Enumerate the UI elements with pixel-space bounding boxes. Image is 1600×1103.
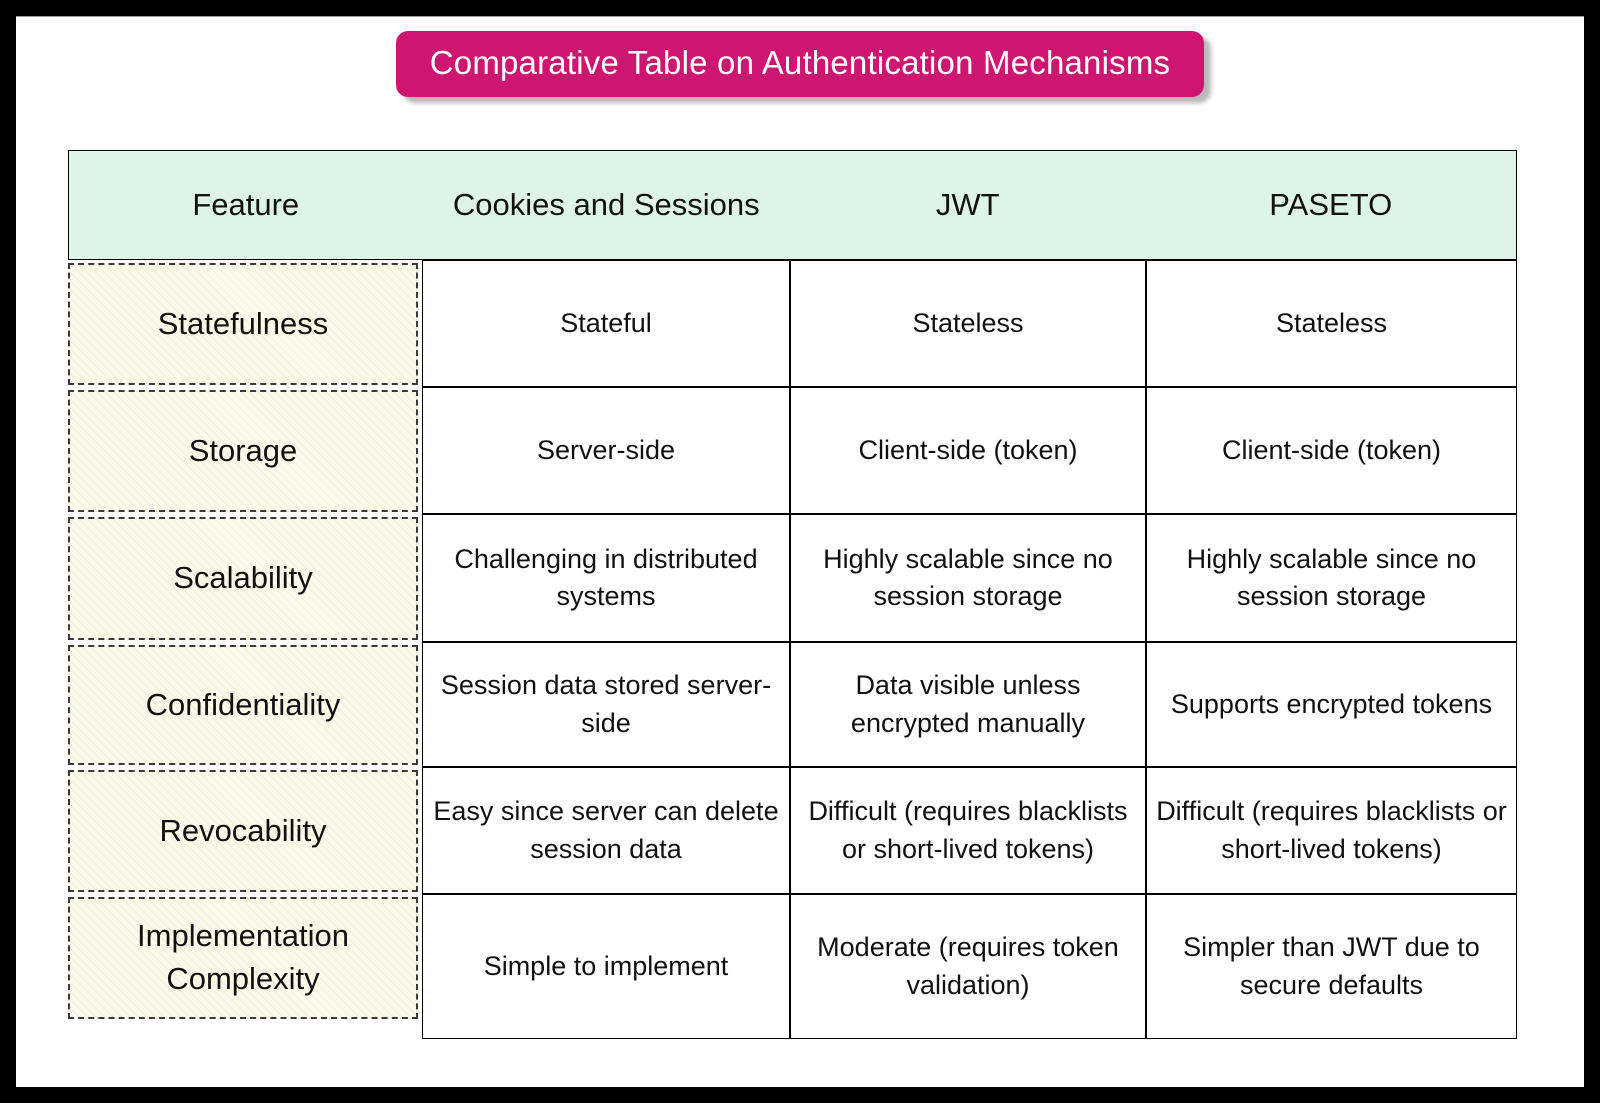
value-cell: Moderate (requires token validation)	[790, 894, 1146, 1039]
value-cell: Easy since server can delete session dat…	[422, 767, 790, 894]
value-cell: Difficult (requires blacklists or short-…	[1146, 767, 1517, 894]
feature-cell: Implementation Complexity	[68, 897, 418, 1019]
value-cell: Session data stored server-side	[422, 642, 790, 767]
feature-cell: Scalability	[68, 517, 418, 640]
title-banner: Comparative Table on Authentication Mech…	[395, 31, 1205, 97]
feature-cell: Confidentiality	[68, 645, 418, 765]
comparison-table: Feature Cookies and Sessions JWT PASETO …	[68, 150, 1517, 1039]
value-cell: Client-side (token)	[1146, 387, 1517, 514]
value-cell: Highly scalable since no session storage	[790, 514, 1146, 642]
feature-cell: Revocability	[68, 770, 418, 892]
value-cell: Highly scalable since no session storage	[1146, 514, 1517, 642]
table-header-row: Feature Cookies and Sessions JWT PASETO	[68, 150, 1517, 260]
column-header-paseto: PASETO	[1269, 186, 1393, 222]
value-cell: Challenging in distributed systems	[422, 514, 790, 642]
column-header-jwt: JWT	[935, 186, 1000, 222]
value-cell: Server-side	[422, 387, 790, 514]
column-header-feature: Feature	[192, 186, 300, 222]
value-cell: Data visible unless encrypted manually	[790, 642, 1146, 767]
value-cell: Simple to implement	[422, 894, 790, 1039]
value-cell: Supports encrypted tokens	[1146, 642, 1517, 767]
value-cell: Stateless	[1146, 260, 1517, 387]
value-cell: Client-side (token)	[790, 387, 1146, 514]
value-cell: Stateful	[422, 260, 790, 387]
value-cell: Simpler than JWT due to secure defaults	[1146, 894, 1517, 1039]
value-cell: Difficult (requires blacklists or short-…	[790, 767, 1146, 894]
page-title: Comparative Table on Authentication Mech…	[429, 44, 1171, 81]
column-header-cookies-sessions: Cookies and Sessions	[452, 186, 760, 222]
value-cell: Stateless	[790, 260, 1146, 387]
feature-cell: Statefulness	[68, 263, 418, 385]
feature-cell: Storage	[68, 390, 418, 512]
